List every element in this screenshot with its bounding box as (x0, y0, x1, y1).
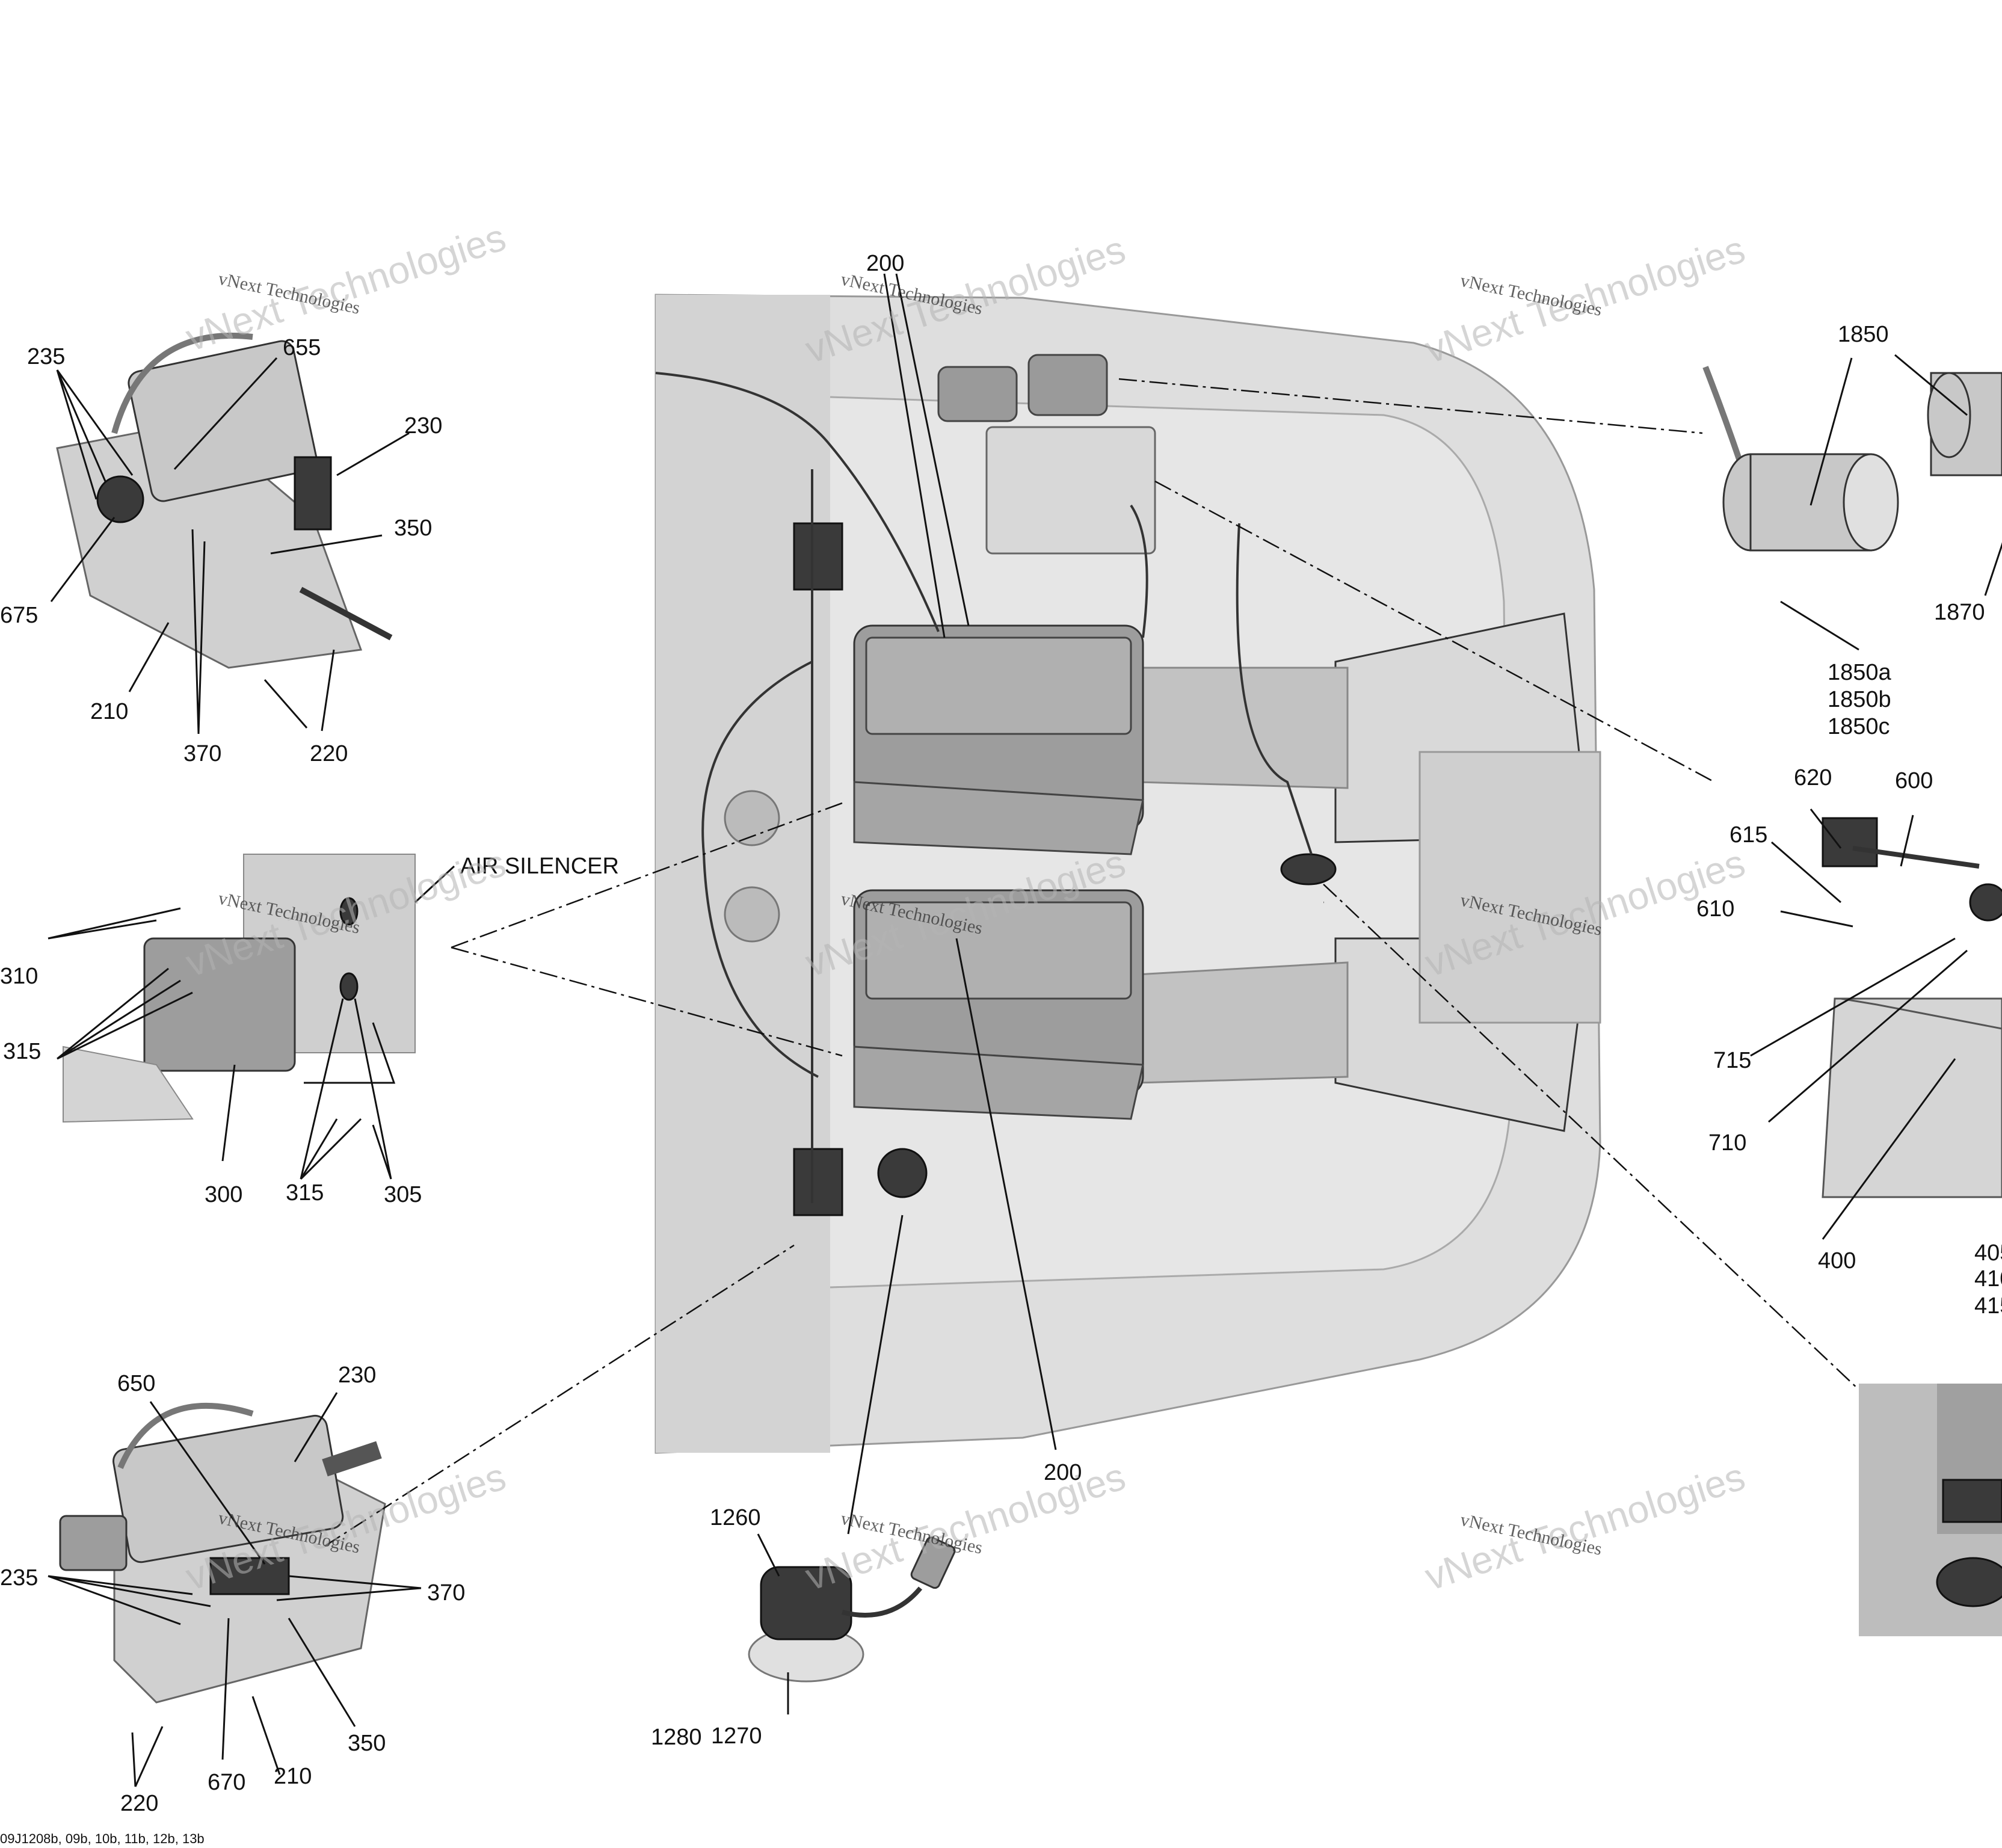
engine-lower (853, 889, 1144, 1120)
callout-315-b: 315 (286, 1180, 324, 1206)
detail-bottom-left-illustration (59, 1402, 386, 1704)
callout-220-a: 220 (310, 741, 348, 766)
callout-1850a: 1850a (1828, 660, 1892, 685)
engine-bay-illustration (654, 294, 1601, 1454)
callout-620: 620 (1794, 765, 1832, 790)
callout-370-a: 370 (183, 741, 221, 766)
callout-300: 300 (205, 1182, 242, 1207)
callout-715: 715 (1713, 1048, 1751, 1073)
callout-405: 405 (1974, 1240, 2002, 1266)
callout-235-b: 235 (0, 1565, 38, 1591)
leader-lines (48, 273, 2002, 1787)
callout-1850b: 1850b (1828, 687, 1891, 712)
callout-210-b: 210 (274, 1764, 312, 1789)
callout-220-b: 220 (120, 1791, 158, 1816)
detail-bottom-right-illustration (1859, 1384, 2002, 1636)
callout-1280: 1280 (651, 1725, 702, 1750)
callout-350-a: 350 (394, 516, 432, 541)
callout-610: 610 (1696, 896, 1734, 922)
callout-650: 650 (117, 1371, 155, 1396)
dashed-connectors (324, 378, 1859, 1547)
callout-350-b: 350 (348, 1731, 386, 1756)
callout-675: 675 (0, 603, 38, 628)
callout-230-a: 230 (404, 413, 442, 439)
callout-315-a: 315 (3, 1039, 41, 1064)
detail-top-left-illustration (56, 333, 393, 669)
callout-230-b: 230 (338, 1363, 376, 1388)
callout-370-b: 370 (427, 1580, 465, 1606)
callout-1270: 1270 (711, 1723, 762, 1749)
callout-305: 305 (384, 1182, 422, 1207)
callout-415: 415 (1974, 1293, 2002, 1319)
callout-600: 600 (1895, 768, 1933, 793)
callout-1260: 1260 (710, 1505, 761, 1530)
detail-mid-right-illustration (1822, 817, 2002, 1198)
callout-200-top: 200 (866, 251, 904, 276)
callout-310: 310 (0, 964, 38, 989)
engine-upper (853, 624, 1144, 855)
callout-670: 670 (208, 1770, 245, 1795)
detail-mid-left-illustration (63, 854, 416, 1123)
callout-1850c: 1850c (1828, 714, 1890, 739)
callout-1870: 1870 (1934, 600, 1985, 625)
callout-210-a: 210 (90, 699, 128, 724)
callout-1850: 1850 (1838, 322, 1889, 347)
detail-top-right-illustration (1702, 366, 2002, 552)
callout-410: 410 (1974, 1266, 2002, 1292)
callout-710: 710 (1708, 1130, 1746, 1156)
callout-air-silencer: AIR SILENCER (460, 854, 619, 879)
diagram-code: 09J1208b, 09b, 10b, 11b, 12b, 13b (0, 1831, 205, 1846)
callout-200-bottom: 200 (1044, 1460, 1082, 1485)
callout-615: 615 (1729, 822, 1767, 848)
callout-400: 400 (1818, 1248, 1856, 1274)
callout-655: 655 (283, 335, 321, 360)
part-1260-illustration (748, 1536, 956, 1683)
callout-labels: 200 200 235 655 230 350 675 210 370 220 … (0, 251, 2002, 1816)
callout-235-a: 235 (27, 344, 65, 369)
